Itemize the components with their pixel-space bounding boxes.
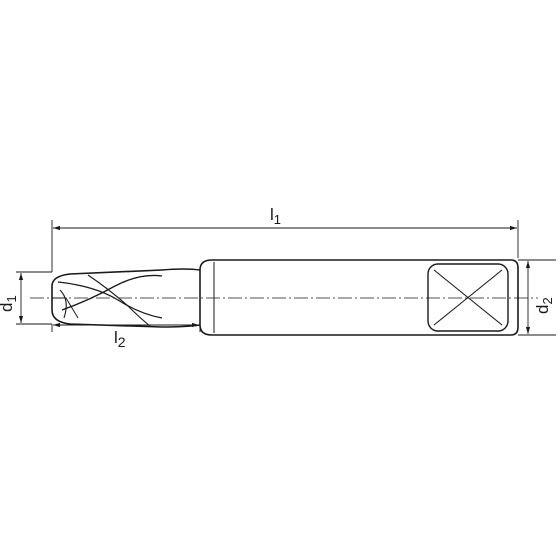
flute-2 xyxy=(61,274,163,311)
label-d1: d1 xyxy=(0,295,19,312)
dimension-l1 xyxy=(51,220,519,272)
dimension-d2 xyxy=(518,259,556,336)
dimension-l2 xyxy=(51,322,201,332)
flat-box xyxy=(427,263,509,332)
tool-body xyxy=(51,259,519,336)
label-d2: d2 xyxy=(533,297,555,314)
tip-detail xyxy=(52,297,79,319)
flute-4 xyxy=(59,289,67,319)
dimension-d1 xyxy=(16,271,52,325)
flute-3 xyxy=(87,274,151,327)
label-l1: l1 xyxy=(270,205,281,227)
flute-1 xyxy=(57,281,163,319)
label-l2: l2 xyxy=(114,328,126,350)
shank-outline xyxy=(199,259,519,336)
flat-cross-2 xyxy=(433,269,503,326)
cutting-outline xyxy=(51,269,163,328)
